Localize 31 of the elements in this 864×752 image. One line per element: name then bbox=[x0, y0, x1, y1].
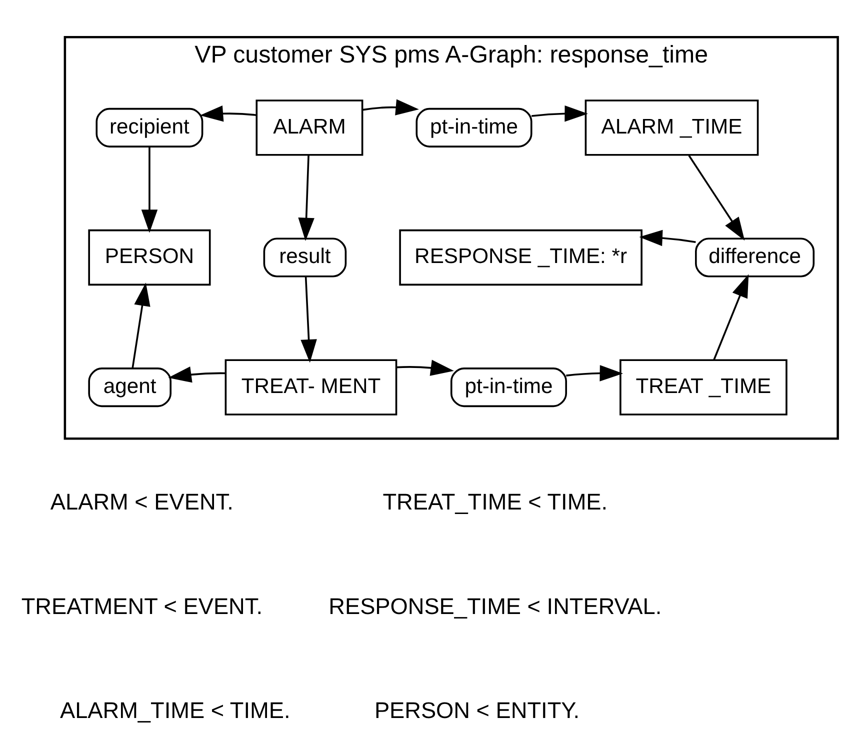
node-box: TREAT _TIME bbox=[619, 359, 787, 416]
label: ALARM < EVENT. bbox=[50, 490, 233, 515]
arrow bbox=[131, 282, 150, 368]
arrow bbox=[530, 105, 588, 122]
label: PERSON < ENTITY. bbox=[374, 698, 580, 723]
node-box: agent bbox=[88, 368, 171, 408]
node-box: pt-in-time bbox=[450, 368, 566, 408]
node-box: recipient bbox=[95, 108, 203, 148]
arrow bbox=[566, 365, 623, 382]
node-box: TREAT- MENT bbox=[224, 359, 397, 416]
label: TREAT_TIME < TIME. bbox=[382, 490, 608, 515]
node-box: result bbox=[262, 238, 346, 278]
node-box: ALARM bbox=[255, 100, 363, 156]
arrow bbox=[638, 230, 696, 246]
arrow bbox=[300, 276, 316, 363]
label: RESPONSE_TIME < INTERVAL. bbox=[328, 594, 662, 619]
arrow bbox=[396, 360, 454, 376]
arrow bbox=[712, 274, 748, 360]
arrow bbox=[362, 99, 418, 116]
node-box: PERSON bbox=[88, 229, 210, 286]
node-box: difference bbox=[694, 238, 814, 278]
node-box: RESPONSE _TIME: *r bbox=[398, 229, 642, 286]
arrow bbox=[140, 146, 158, 233]
arrow bbox=[168, 366, 226, 383]
label: TREATMENT < EVENT. bbox=[20, 594, 262, 619]
node-box: pt-in-time bbox=[415, 108, 532, 148]
arrow bbox=[298, 155, 314, 242]
arrow bbox=[688, 154, 744, 241]
node-box: ALARM _TIME bbox=[584, 100, 758, 156]
label: ALARM_TIME < TIME. bbox=[59, 698, 290, 723]
arrow bbox=[199, 105, 256, 122]
